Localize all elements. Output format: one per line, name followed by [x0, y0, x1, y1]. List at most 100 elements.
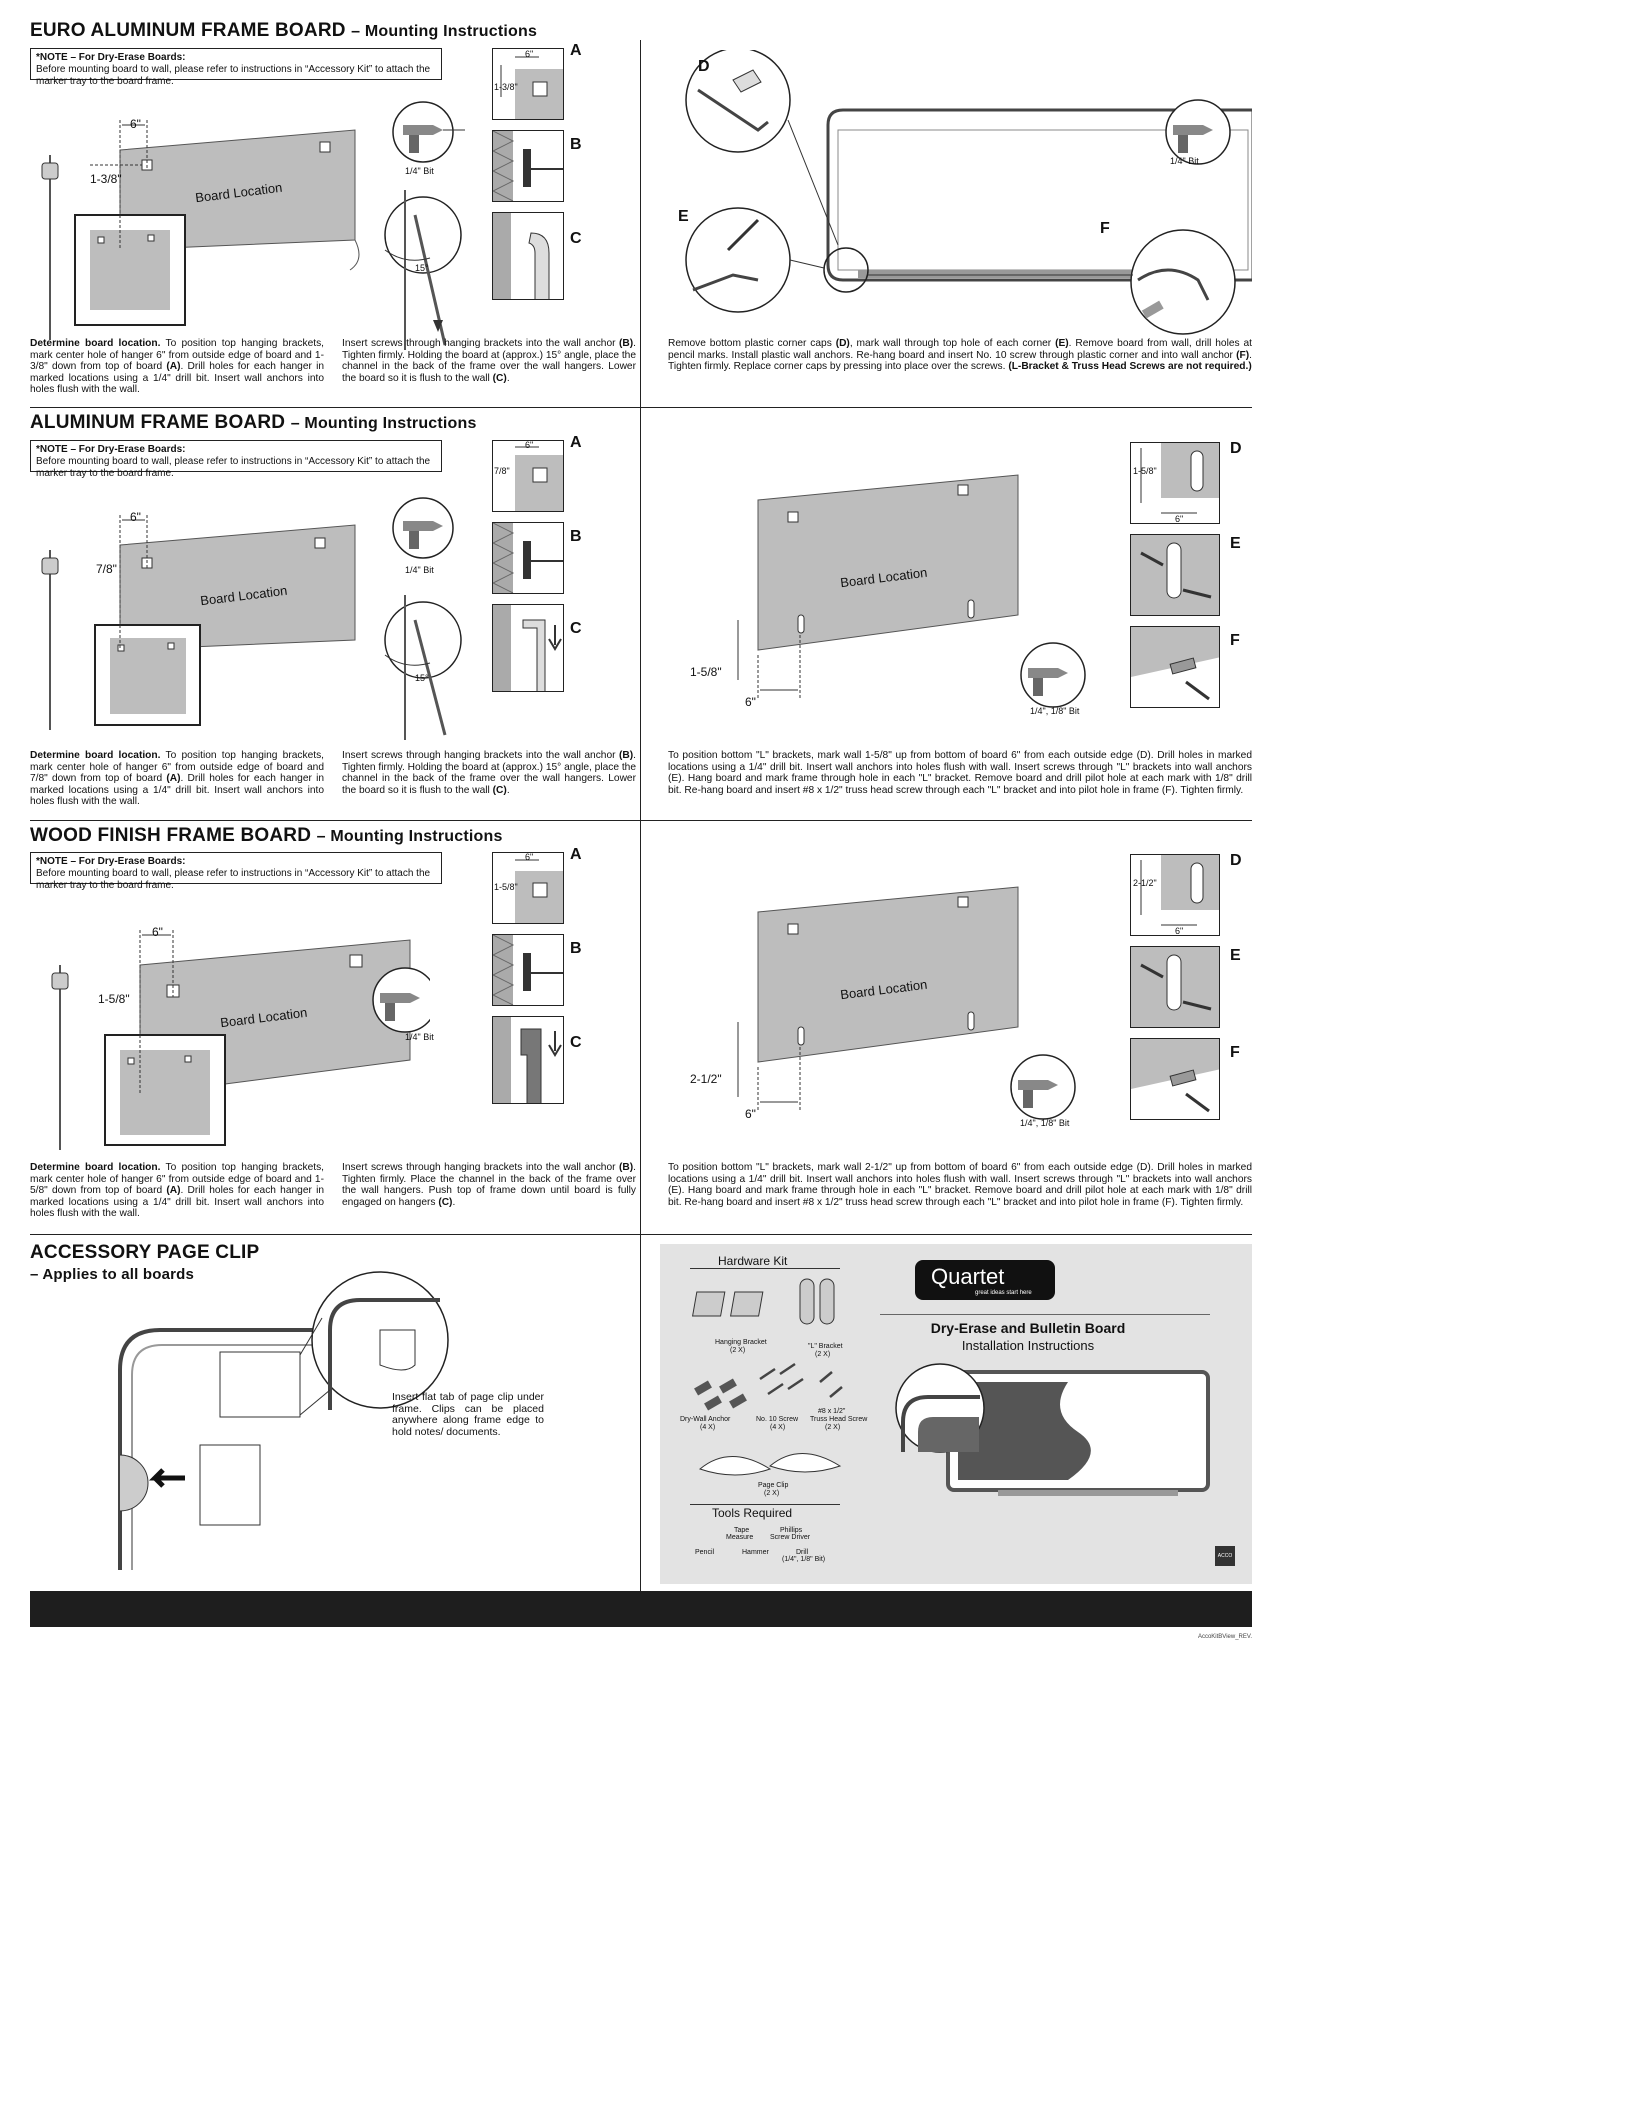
alum-step3-text: To position bottom "L" brackets, mark wa… — [668, 750, 1252, 796]
column-divider-4 — [640, 1235, 641, 1591]
document-code: AccoKitBView_REV. — [1197, 1634, 1252, 1640]
alum-step1-text: Determine board location. To position to… — [30, 750, 324, 808]
tool-drill-bits: (1/4", 1/8" Bit) — [782, 1556, 826, 1563]
euro-letter-d: D — [698, 58, 710, 75]
drywall-anchor-qty: (4 X) — [700, 1424, 716, 1431]
alum-dim-v: 7/8" — [96, 562, 117, 576]
wood-step2-text: Insert screws through hanging brackets i… — [342, 1162, 636, 1208]
wood-bottom-dim-h: 6" — [745, 1107, 756, 1121]
alum-letter-a: A — [570, 434, 582, 451]
hardware-kit-title: Hardware Kit — [718, 1254, 788, 1268]
truss-screw-qty: (2 X) — [825, 1424, 841, 1431]
wood-letter-f: F — [1230, 1044, 1240, 1061]
wood-note-box: *NOTE – For Dry-Erase Boards: Before mou… — [30, 852, 442, 891]
acco-logo: ACCO — [1215, 1546, 1235, 1566]
clip-section-title: ACCESSORY PAGE CLIP — [30, 1242, 260, 1263]
board-product-illustration — [895, 1363, 1210, 1496]
euro-dim-h: 6" — [130, 117, 141, 131]
euro-inset-a-dim-h: 6" — [525, 49, 534, 59]
logo-tagline: great ideas start here — [975, 1290, 1032, 1296]
truss-screw-size: #8 x 1/2" — [818, 1408, 846, 1415]
tool-phillips-2: Screw Driver — [770, 1534, 811, 1541]
alum-inset-d-dim-v: 1-5/8" — [1133, 466, 1157, 476]
divider-3 — [30, 1234, 1252, 1235]
wood-inset-d — [1130, 854, 1220, 936]
euro-inset-b — [492, 130, 564, 202]
euro-board-location-diagram — [41, 120, 360, 340]
wood-letter-d: D — [1230, 852, 1242, 869]
euro-drill-bit-label: 1/4" Bit — [405, 166, 434, 176]
euro-letter-c: C — [570, 230, 582, 247]
hardware-brand-panel: Hardware Kit Hanging Bracket (2 X) "L" B — [660, 1244, 1252, 1584]
divider-2 — [30, 820, 1252, 821]
alum-note-box: *NOTE – For Dry-Erase Boards: Before mou… — [30, 440, 442, 479]
tool-tape-2: Measure — [726, 1534, 754, 1541]
alum-inset-b — [492, 522, 564, 594]
alum-inset-a-dim-h: 6" — [525, 440, 534, 450]
alum-bottom-dim-v: 1-5/8" — [690, 665, 722, 679]
euro-step3-text: Remove bottom plastic corner caps (D), m… — [668, 338, 1252, 373]
euro-inset-c — [492, 212, 564, 300]
alum-bottom-dim-h: 6" — [745, 695, 756, 709]
alum-inset-d-dim-h: 6" — [1175, 514, 1184, 524]
tools-required-title: Tools Required — [712, 1506, 793, 1520]
no10-screw-label: No. 10 Screw — [756, 1416, 799, 1423]
euro-note-box: *NOTE – For Dry-Erase Boards: Before mou… — [30, 48, 442, 87]
euro-letter-a: A — [570, 42, 582, 59]
hanging-bracket-qty: (2 X) — [730, 1347, 746, 1354]
euro-corner-cap-diagram — [685, 50, 1252, 335]
wood-inset-d-dim-v: 2-1/2" — [1133, 878, 1157, 888]
wood-letter-e: E — [1230, 947, 1241, 964]
euro-drill-and-angle-illustration — [384, 101, 465, 350]
drywall-anchor-label: Dry-Wall Anchor — [680, 1416, 731, 1423]
alum-letter-c: C — [570, 620, 582, 637]
product-title: Dry-Erase and Bulletin Board — [930, 1320, 1126, 1336]
alum-letter-b: B — [570, 528, 582, 545]
euro-inset-a-dim-v: 1-3/8" — [494, 82, 518, 92]
alum-inset-a — [492, 440, 564, 512]
alum-letter-d: D — [1230, 440, 1242, 457]
wood-drill-bit-label-2: 1/4", 1/8" Bit — [1020, 1118, 1070, 1128]
wood-letter-a: A — [570, 846, 582, 863]
wood-inset-a-dim-h: 6" — [525, 852, 534, 862]
wood-bottom-dim-v: 2-1/2" — [690, 1072, 722, 1086]
wood-drill-bit-label: 1/4" Bit — [405, 1032, 434, 1042]
product-subtitle: Installation Instructions — [961, 1338, 1095, 1353]
alum-bottom-bracket-diagram — [737, 474, 1086, 708]
alum-board-location-diagram — [41, 515, 356, 730]
l-bracket-qty: (2 X) — [815, 1351, 831, 1358]
quartet-logo: Quartet great ideas start here — [915, 1260, 1055, 1300]
alum-dim-h: 6" — [130, 510, 141, 524]
wood-letter-c: C — [570, 1034, 582, 1051]
alum-drill-bit-label-2: 1/4", 1/8" Bit — [1030, 706, 1080, 716]
tool-hammer: Hammer — [742, 1549, 769, 1556]
page-clip-qty: (2 X) — [764, 1490, 780, 1497]
euro-letter-b: B — [570, 136, 582, 153]
alum-step2-text: Insert screws through hanging brackets i… — [342, 750, 637, 796]
alum-drill-and-angle-illustration — [384, 497, 462, 740]
euro-section-title: EURO ALUMINUM FRAME BOARD – Mounting Ins… — [30, 20, 538, 41]
alum-drill-bit-label: 1/4" Bit — [405, 565, 434, 575]
hardware-kit-rule — [690, 1268, 840, 1269]
wood-inset-b — [492, 934, 564, 1006]
column-divider-3 — [640, 821, 641, 1234]
euro-step2-text: Insert screws through hanging brackets i… — [342, 338, 637, 384]
tool-phillips: Phillips — [780, 1527, 803, 1534]
alum-inset-e — [1130, 534, 1220, 616]
euro-letter-f: F — [1100, 220, 1110, 237]
column-divider-1 — [640, 40, 641, 407]
alum-inset-a-dim-v: 7/8" — [494, 466, 510, 476]
clip-instruction-text: Insert flat tab of page clip under frame… — [392, 1391, 544, 1438]
euro-step1-text: Determine board location. To position to… — [30, 338, 324, 396]
euro-inset-a — [492, 48, 564, 120]
wood-letter-b: B — [570, 940, 582, 957]
divider-1 — [30, 407, 1252, 408]
hardware-items-illustration — [692, 1278, 843, 1476]
wood-step3-text: To position bottom "L" brackets, mark wa… — [668, 1162, 1252, 1208]
alum-section-title: ALUMINUM FRAME BOARD – Mounting Instruct… — [30, 412, 477, 433]
column-divider-2 — [640, 408, 641, 820]
alum-angle-label: 15° — [415, 673, 429, 683]
wood-inset-e — [1130, 946, 1220, 1028]
brand-rule — [880, 1314, 1210, 1315]
footer-bar — [30, 1591, 1252, 1627]
